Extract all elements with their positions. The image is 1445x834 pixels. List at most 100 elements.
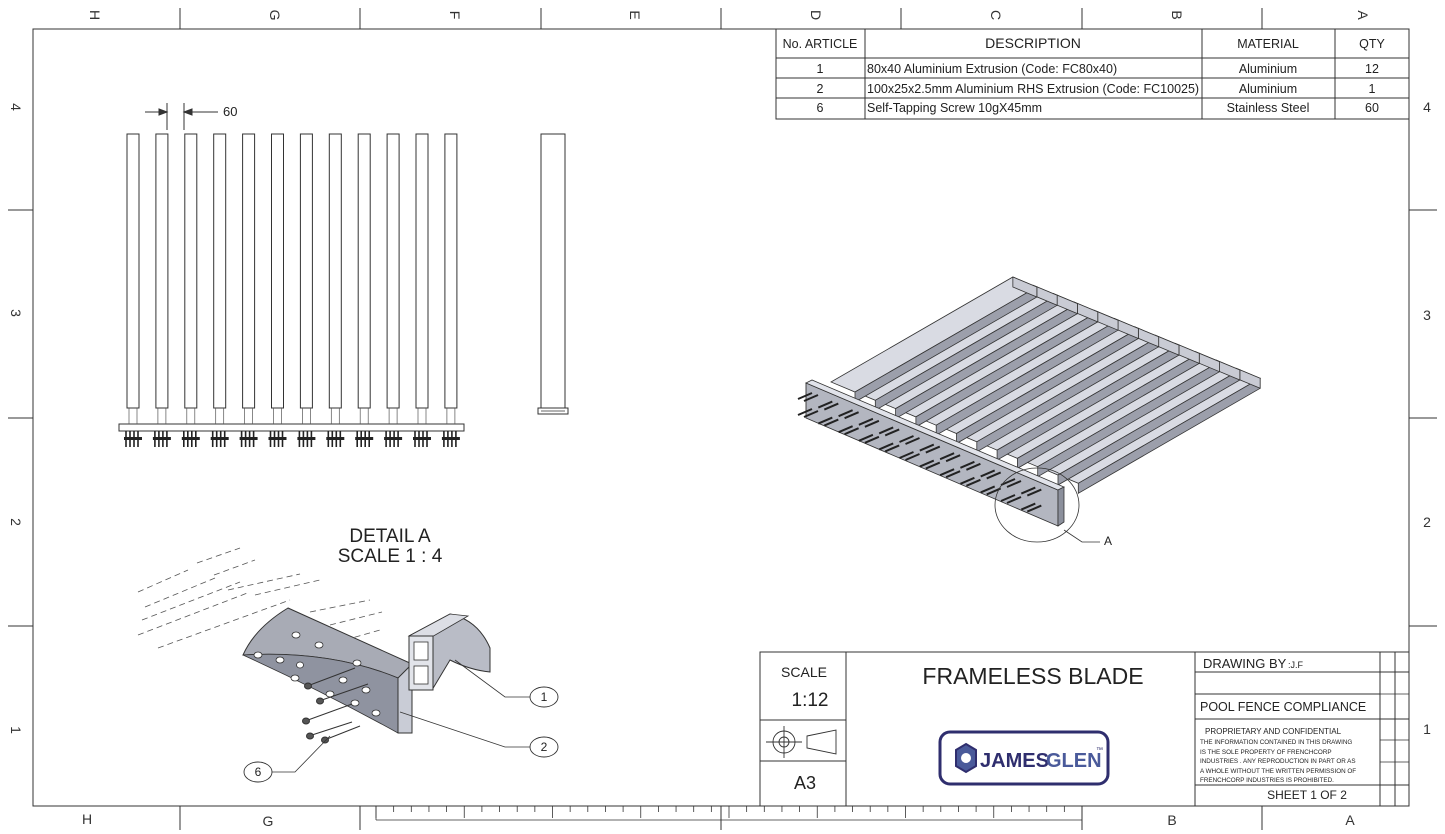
bom-row-3-no: 6 xyxy=(817,101,824,115)
iso-screw xyxy=(960,460,975,469)
iso-blade-end xyxy=(1012,276,1038,298)
zone-bottom-h: H xyxy=(82,811,92,827)
front-blade xyxy=(126,133,140,409)
iso-screw xyxy=(817,416,833,425)
iso-screw xyxy=(838,425,853,434)
balloon-2 xyxy=(529,736,559,758)
front-blade xyxy=(184,133,198,409)
bom-row-1-description: 80x40 Aluminium Extrusion (Code: FC80x40… xyxy=(867,62,1117,76)
iso-screw xyxy=(803,410,819,418)
zone-bottom-g: G xyxy=(263,813,274,829)
jamesglen-logo: JAMES GLEN ™ xyxy=(938,730,1110,786)
bom-row-2-qty: 1 xyxy=(1369,82,1376,96)
detail-screws xyxy=(302,667,369,744)
proprietary-line-3: INDUSTRIES . ANY REPRODUCTION IN PART OR… xyxy=(1200,758,1356,765)
iso-screw xyxy=(1026,504,1042,513)
zone-bottom-a: A xyxy=(1345,812,1355,828)
iso-screw xyxy=(945,470,961,479)
front-blade xyxy=(155,133,169,409)
iso-screw xyxy=(1026,488,1042,497)
title-block: SCALE 1:12 A3 FRAMELESS BLADE DRAWING BY… xyxy=(759,651,1410,807)
dimension-60 xyxy=(145,103,218,130)
iso-screw xyxy=(864,435,880,444)
bom-header-qty: QTY xyxy=(1359,37,1385,51)
front-blade xyxy=(299,133,313,409)
iso-screw xyxy=(823,418,839,427)
iso-screw xyxy=(1020,486,1036,495)
detail-screw-holes xyxy=(253,631,381,717)
iso-screw xyxy=(960,476,975,485)
screw-heads xyxy=(384,437,403,440)
iso-screw xyxy=(966,478,981,487)
iso-screw xyxy=(919,459,935,468)
project-name: POOL FENCE COMPLIANCE xyxy=(1200,700,1366,714)
zone-ticks xyxy=(8,8,1437,830)
iso-screw xyxy=(878,426,894,435)
balloon-1-label: 1 xyxy=(541,690,548,704)
balloon-2-label: 2 xyxy=(541,740,548,754)
iso-screw xyxy=(1000,478,1016,486)
front-view-rail xyxy=(118,423,465,432)
iso-screw xyxy=(939,468,955,477)
iso-screw xyxy=(1020,502,1036,511)
zone-right-4: 4 xyxy=(1423,99,1431,115)
front-blade xyxy=(271,133,284,409)
front-blade xyxy=(357,133,371,409)
sheet-size: A3 xyxy=(794,773,816,793)
detail-title: DETAIL A xyxy=(349,526,431,547)
logo-trademark: ™ xyxy=(1096,747,1103,754)
iso-screw xyxy=(905,437,920,445)
front-blade xyxy=(242,133,256,409)
drawing-title: FRAMELESS BLADE xyxy=(922,663,1143,689)
iso-screw xyxy=(878,442,894,451)
bom-row-2-no: 2 xyxy=(817,82,824,96)
balloon-1 xyxy=(529,686,559,708)
bom-row-2-material: Aluminium xyxy=(1239,82,1297,96)
detail-a-callout: A xyxy=(994,467,1112,548)
screw-heads xyxy=(297,437,316,440)
screw-heads xyxy=(239,437,258,440)
zone-right-3: 3 xyxy=(1423,307,1431,323)
screw-heads xyxy=(326,437,345,440)
bom-row-1-qty: 12 xyxy=(1365,62,1379,76)
iso-screw xyxy=(884,444,900,453)
proprietary-line-1: THE INFORMATION CONTAINED IN THIS DRAWIN… xyxy=(1200,739,1352,746)
iso-screw xyxy=(803,394,819,402)
front-blade xyxy=(444,133,458,409)
bottom-ruler xyxy=(375,806,1083,821)
iso-screw xyxy=(899,451,914,459)
iso-screw xyxy=(919,443,935,452)
detail-scale: SCALE 1 : 4 xyxy=(338,546,443,567)
iso-screw xyxy=(844,411,859,420)
bom-row-3-description: Self-Tapping Screw 10gX45mm xyxy=(867,101,1042,115)
bom-row-1-no: 1 xyxy=(817,62,824,76)
bom-row-3-qty: 60 xyxy=(1365,101,1379,115)
zone-labels: H G F E D C B A H G B A 4 3 2 1 4 3 2 1 xyxy=(8,10,1431,829)
iso-screw xyxy=(817,400,833,409)
drawn-by-value: :J.F xyxy=(1288,660,1304,670)
zone-top-e: E xyxy=(627,10,643,19)
iso-screw xyxy=(980,469,996,478)
zone-left-3: 3 xyxy=(8,309,24,317)
iso-rail-end xyxy=(1057,486,1065,527)
iso-screw xyxy=(884,428,900,437)
iso-screw xyxy=(1006,496,1022,504)
screw-heads xyxy=(355,437,374,440)
proprietary-line-5: FRENCHCORP INDUSTRIES IS PROHIBITED. xyxy=(1200,777,1334,784)
screw-heads xyxy=(413,437,431,440)
iso-screw xyxy=(864,419,880,428)
logo-text-glen: GLEN xyxy=(1046,750,1102,772)
hidden-screw-lines xyxy=(137,547,383,649)
logo-text-james: JAMES xyxy=(980,750,1049,772)
zone-top-b: B xyxy=(1169,10,1185,19)
zone-left-4: 4 xyxy=(8,103,24,111)
bom-header-description: DESCRIPTION xyxy=(985,35,1081,51)
iso-screw xyxy=(945,454,961,463)
iso-screw xyxy=(939,452,955,461)
screw-heads xyxy=(268,437,287,440)
zone-left-1: 1 xyxy=(8,726,24,734)
front-blade xyxy=(328,133,342,409)
third-angle-projection-icon xyxy=(766,726,837,758)
iso-screw xyxy=(858,417,874,426)
iso-screw xyxy=(1006,480,1022,488)
